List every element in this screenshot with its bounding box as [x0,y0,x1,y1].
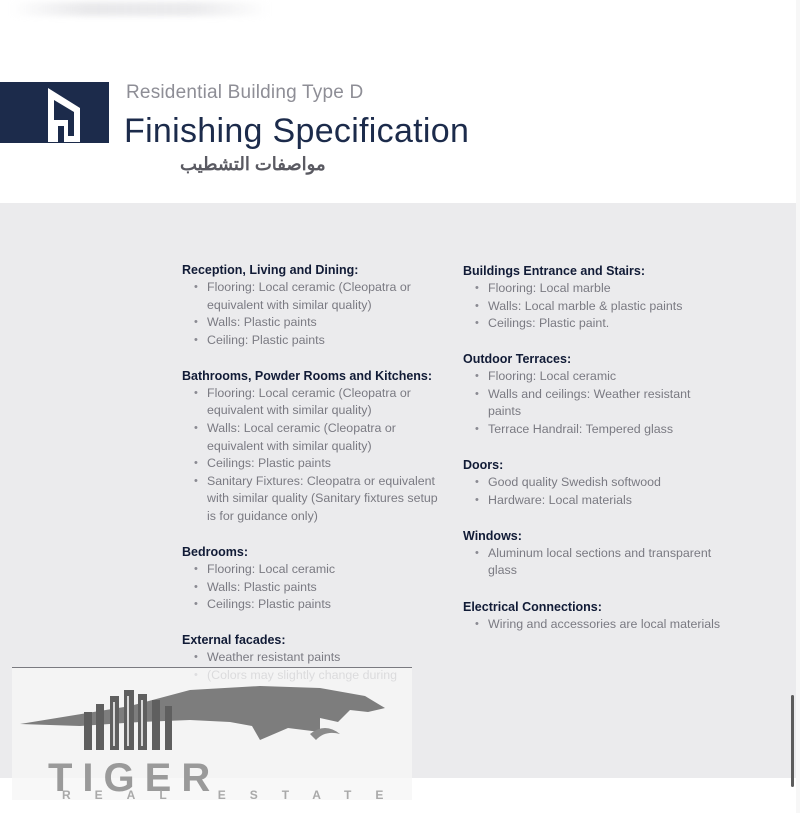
spec-item: Wiring and accessories are local materia… [463,616,723,634]
spec-list: Flooring: Local ceramic (Cleopatra or eq… [182,279,442,349]
spec-item: Ceilings: Plastic paint. [463,315,723,333]
section-heading: Bathrooms, Powder Rooms and Kitchens: [182,368,433,383]
spec-item: Weather resistant paints [182,649,442,667]
spec-item: Terrace Handrail: Tempered glass [463,421,723,439]
section-heading: External facades: [182,633,286,648]
spec-list: Wiring and accessories are local materia… [463,616,723,634]
right-spec-column: Buildings Entrance and Stairs: Flooring: … [463,262,723,633]
section-heading: Reception, Living and Dining: [182,263,359,277]
spec-list: Flooring: Local marbleWalls: Local marbl… [463,280,723,333]
tiger-buildings-icon [20,686,385,750]
spec-section: Buildings Entrance and Stairs: Flooring: … [463,262,723,333]
section-gap [182,526,442,544]
watermark-divider [12,667,412,668]
spec-item: Flooring: Local marble [463,280,723,298]
building-logo-icon [48,88,80,142]
spec-section: Reception, Living and Dining: Flooring: L… [182,261,442,349]
watermark-tagline: REAL ESTATE [62,788,408,802]
scrollbar-thumb[interactable] [791,695,794,787]
spec-section: Outdoor Terraces:Flooring: Local ceramic… [463,350,723,438]
section-heading: Electrical Connections: [463,599,602,614]
section-gap [182,349,442,367]
spec-item: Flooring: Local ceramic (Cleopatra or eq… [182,279,442,314]
left-spec-column: Reception, Living and Dining: Flooring: L… [182,261,442,702]
document-subtitle: Residential Building Type D [126,82,364,103]
spec-item: Flooring: Local ceramic [182,561,442,579]
section-gap [463,333,723,351]
spec-section: Electrical Connections: Wiring and access… [463,598,723,634]
spec-list: Good quality Swedish softwoodHardware: L… [463,474,723,509]
spec-item: Hardware: Local materials [463,492,723,510]
document-title: Finishing Specification [124,112,470,150]
spec-list: Aluminum local sections and transparent … [463,545,723,580]
spec-item: Walls: Local ceramic (Cleopatra or equiv… [182,420,442,455]
header-area [0,0,800,203]
section-gap [182,614,442,632]
spec-list: Flooring: Local ceramicWalls: Plastic pa… [182,561,442,614]
arabic-title: مواصفات التشطيب [180,154,326,174]
spec-item: Ceiling: Plastic paints [182,332,442,350]
spec-item: Flooring: Local ceramic [463,368,723,386]
spec-item: Walls: Plastic paints [182,579,442,597]
brand-logo [0,82,109,143]
top-smudge [10,2,270,16]
spec-item: Aluminum local sections and transparent … [463,545,723,580]
section-heading: Doors: [463,458,504,473]
section-heading: Outdoor Terraces: [463,352,572,367]
spec-item: Ceilings: Plastic paints [182,596,442,614]
page-edge [796,0,800,813]
spec-item: Ceilings: Plastic paints [182,455,442,473]
spec-section: Bedrooms:Flooring: Local ceramicWalls: P… [182,543,442,614]
section-heading: Bedrooms: [182,545,248,560]
watermark-brand: TIGER [48,756,221,800]
spec-section: Doors:Good quality Swedish softwoodHardw… [463,456,723,509]
spec-list: Flooring: Local ceramic (Cleopatra or eq… [182,385,442,526]
section-gap [463,509,723,527]
spec-list: Flooring: Local ceramicWalls and ceiling… [463,368,723,438]
spec-item: Good quality Swedish softwood [463,474,723,492]
section-gap [463,580,723,598]
spec-section: Windows: Aluminum local sections and tran… [463,527,723,580]
spec-item: Walls: Plastic paints [182,314,442,332]
spec-item: Walls and ceilings: Weather resistant pa… [463,386,723,421]
section-gap [463,439,723,457]
spec-item: Sanitary Fixtures: Cleopatra or equivale… [182,473,442,526]
section-heading: Buildings Entrance and Stairs: [463,264,645,278]
spec-item: Flooring: Local ceramic (Cleopatra or eq… [182,385,442,420]
section-heading: Windows: [463,528,522,543]
spec-item: Walls: Local marble & plastic paints [463,298,723,316]
spec-section: Bathrooms, Powder Rooms and Kitchens: Flo… [182,367,442,526]
